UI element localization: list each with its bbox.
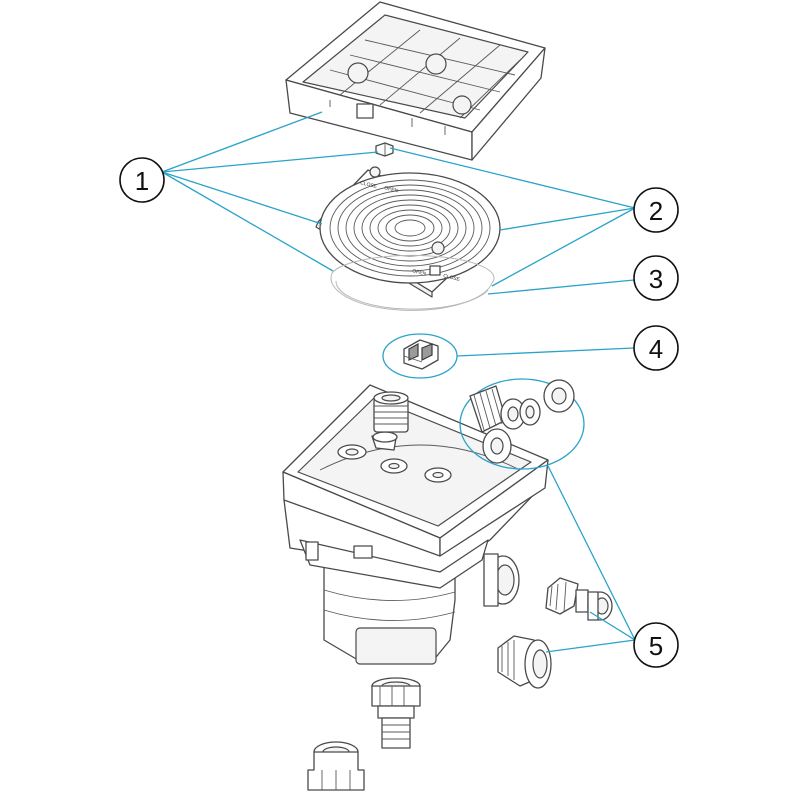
lid-marking-open-bottom: OPEN (412, 268, 428, 277)
fitting-bottom-center (371, 677, 421, 749)
small-screw (375, 142, 394, 157)
cable-glands (459, 378, 585, 470)
main-box-body (282, 384, 549, 665)
fitting-upper-right (545, 577, 613, 621)
concentric-rings (329, 179, 491, 277)
fitting-bottom-left (307, 741, 365, 791)
lid-screw-icon (369, 166, 381, 178)
callout-2-label: 2 (649, 196, 663, 226)
gasket-ring (330, 254, 495, 311)
lid-marking-open-top: OPEN (384, 185, 400, 194)
lid-marking-close-bottom: CLOSE (443, 273, 462, 283)
callout-5-label: 5 (649, 631, 663, 661)
detail-circle-5 (459, 378, 585, 470)
fitting-lower-right (497, 635, 552, 689)
leader-lines (161, 111, 636, 653)
square-frame (285, 1, 546, 161)
terminal-blocks (382, 333, 458, 379)
callout-3: 3 (633, 255, 679, 301)
callout-2: 2 (633, 187, 679, 233)
callout-4-label: 4 (649, 334, 663, 364)
lid-screw-icon (431, 241, 445, 255)
callout-3-label: 3 (649, 264, 663, 294)
callout-5: 5 (633, 622, 679, 668)
round-lid: CLOSE OPEN OPEN CLOSE (315, 166, 501, 298)
callout-4: 4 (633, 325, 679, 371)
callout-1-label: 1 (135, 166, 149, 196)
callout-1: 1 (119, 157, 165, 203)
lid-marking-close-top: CLOSE (360, 180, 379, 190)
